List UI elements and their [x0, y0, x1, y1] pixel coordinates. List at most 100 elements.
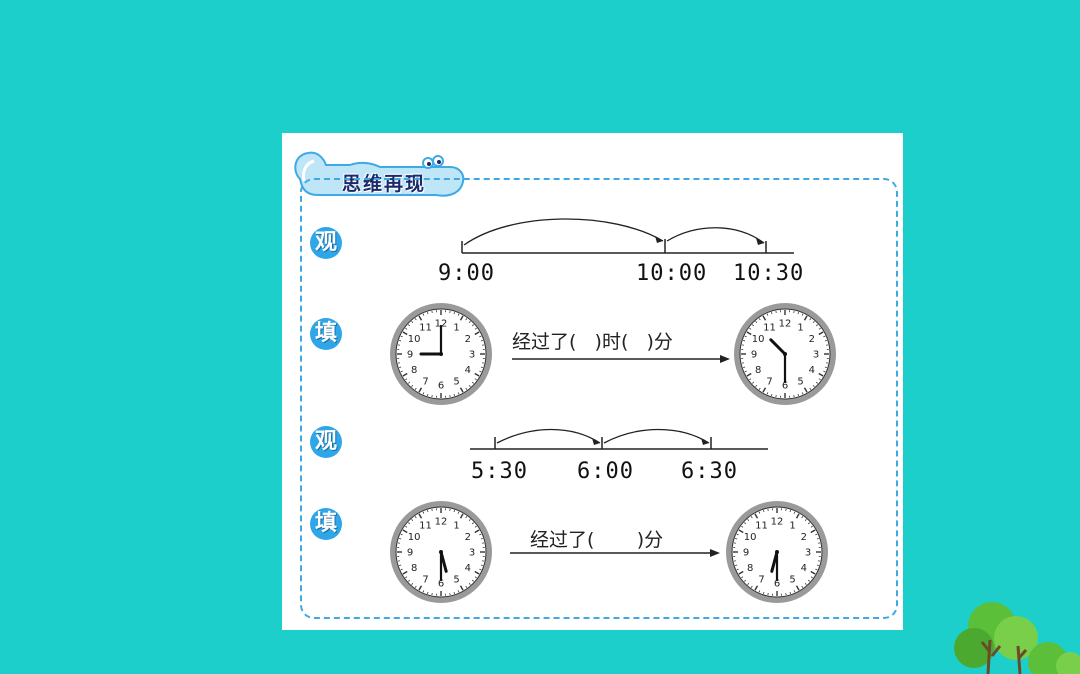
- clock-number: 9: [751, 350, 757, 361]
- clock-number: 5: [797, 376, 803, 387]
- clock-tick: [750, 585, 753, 588]
- clock-tick: [746, 372, 752, 377]
- clock-tick: [744, 370, 747, 373]
- clock-number: 1: [453, 323, 459, 334]
- clock-tick: [480, 564, 483, 566]
- observe-badge-1: 观: [310, 227, 342, 259]
- clock-tick: [418, 585, 423, 591]
- clock-number: 3: [469, 350, 475, 361]
- clock-tick: [400, 335, 403, 338]
- clock-tick: [754, 513, 759, 519]
- clock-tick: [771, 312, 773, 315]
- arrow-1: [512, 355, 730, 363]
- clock-tick: [812, 384, 815, 387]
- clock-number: 9: [407, 350, 413, 361]
- clock-tick: [823, 335, 826, 338]
- clock-tick: [766, 313, 769, 316]
- clock-number: 1: [797, 323, 803, 334]
- clock-tick: [744, 579, 747, 582]
- clock-number: 4: [801, 563, 807, 574]
- timeline-2-tick-2: 6:00: [577, 459, 634, 484]
- clock-tick: [801, 516, 804, 519]
- clock-tick: [422, 590, 425, 593]
- clock-pivot: [783, 352, 787, 356]
- timeline-2-tick-3: 6:30: [681, 459, 738, 484]
- clock-number: 2: [465, 532, 471, 543]
- clock-tick: [801, 313, 804, 316]
- elapsed-prompt-1: 经过了( )时( )分: [512, 331, 673, 353]
- clock-tick: [738, 529, 744, 534]
- clock-tick: [736, 533, 739, 536]
- clock-tick: [818, 331, 824, 336]
- clock-tick: [405, 378, 408, 381]
- clock-tick: [457, 392, 460, 395]
- clock-tick: [468, 582, 471, 585]
- clock-tick: [480, 340, 483, 342]
- clock-tick: [471, 522, 474, 525]
- clock-tick: [804, 582, 807, 585]
- clock-number: 7: [758, 574, 764, 585]
- clock-number: 5: [789, 574, 795, 585]
- clock-number: 9: [407, 548, 413, 559]
- clock-tick: [809, 318, 812, 321]
- clock-tick: [824, 366, 827, 368]
- clock-tick: [465, 387, 468, 390]
- clock-tick: [414, 516, 417, 519]
- clock-tick: [804, 519, 807, 522]
- clock-number: 8: [747, 563, 753, 574]
- clock-tick: [480, 538, 483, 540]
- clock-tick: [474, 327, 477, 330]
- clock-number: 10: [408, 532, 421, 543]
- clock-tick: [471, 324, 474, 327]
- clock-tick: [815, 568, 818, 571]
- clock-tick: [816, 564, 819, 566]
- clock-number: 9: [743, 548, 749, 559]
- clock-tick: [789, 591, 791, 594]
- clock-tick: [411, 321, 414, 324]
- clock-tick: [744, 335, 747, 338]
- clock-pivot: [775, 550, 779, 554]
- clock-tick: [453, 591, 455, 594]
- clock-tick: [465, 585, 468, 588]
- clock-number: 2: [801, 532, 807, 543]
- clock-number: 11: [419, 521, 432, 532]
- clock-tick: [474, 331, 480, 336]
- clock-tick: [471, 381, 474, 384]
- clock-tick: [402, 570, 408, 575]
- clock-tick: [474, 525, 477, 528]
- clock-tick: [459, 585, 464, 591]
- section-header-badge: [294, 151, 465, 197]
- clock-tick: [812, 321, 815, 324]
- clock-tick: [474, 570, 480, 575]
- arrow-2: [510, 549, 720, 557]
- clock-tick: [797, 393, 799, 396]
- clock-tick: [749, 378, 752, 381]
- clock-number: 1: [789, 521, 795, 532]
- clock-number: 4: [465, 365, 471, 376]
- clock-tick: [400, 568, 403, 571]
- clock-tick: [743, 340, 746, 342]
- clock-tick: [810, 576, 813, 579]
- clock-tick: [807, 522, 810, 525]
- clock-tick: [758, 590, 761, 593]
- clock-tick: [762, 387, 767, 393]
- clock-number: 12: [435, 319, 448, 330]
- clock-tick: [795, 585, 800, 591]
- clock-tick: [474, 576, 477, 579]
- clock-tick: [411, 384, 414, 387]
- clock-number: 8: [755, 365, 761, 376]
- clock-tick: [457, 590, 460, 593]
- clock-tick: [758, 387, 761, 390]
- clock-tick: [752, 381, 755, 384]
- clock-tick: [789, 510, 791, 513]
- clock-tick: [453, 393, 455, 396]
- clock-tick: [408, 324, 411, 327]
- clock-tick: [465, 516, 468, 519]
- clock-number: 10: [744, 532, 757, 543]
- clock-tick: [815, 324, 818, 327]
- tree-decoration: [954, 602, 1080, 674]
- fill-badge-2: 填: [310, 508, 342, 540]
- clock-tick: [480, 366, 483, 368]
